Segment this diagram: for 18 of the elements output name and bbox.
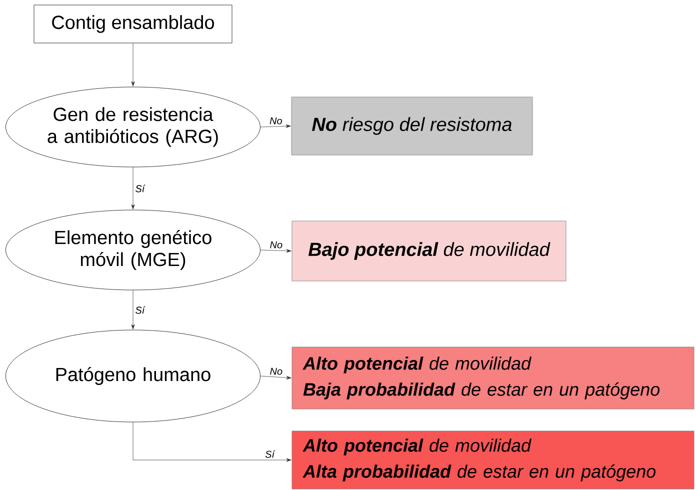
edge-label: Sí	[135, 306, 146, 314]
edge-label: No	[270, 241, 282, 248]
arrow	[131, 43, 135, 86]
edge-label: Sí	[135, 184, 146, 192]
edge-label: No	[270, 368, 282, 375]
arrow	[131, 167, 135, 210]
edge-label: No	[270, 117, 282, 124]
start-box: Contig ensamblado	[34, 4, 232, 44]
arrow	[260, 249, 292, 253]
arrow	[260, 124, 291, 128]
result-box: No riesgo del resistoma	[291, 96, 533, 156]
result-box: Bajo potencial de movilidad	[292, 220, 566, 282]
result-box: Alto potencial de movilidad Baja probabilidad de estar en un patógeno	[292, 346, 694, 410]
arrow	[260, 376, 292, 380]
arrow	[132, 422, 292, 462]
result-box: Alto potencial de movilidad Alta probabilidad de estar en un patógeno	[292, 430, 694, 490]
arrow	[131, 290, 135, 330]
edge-label: Sí	[265, 450, 276, 458]
